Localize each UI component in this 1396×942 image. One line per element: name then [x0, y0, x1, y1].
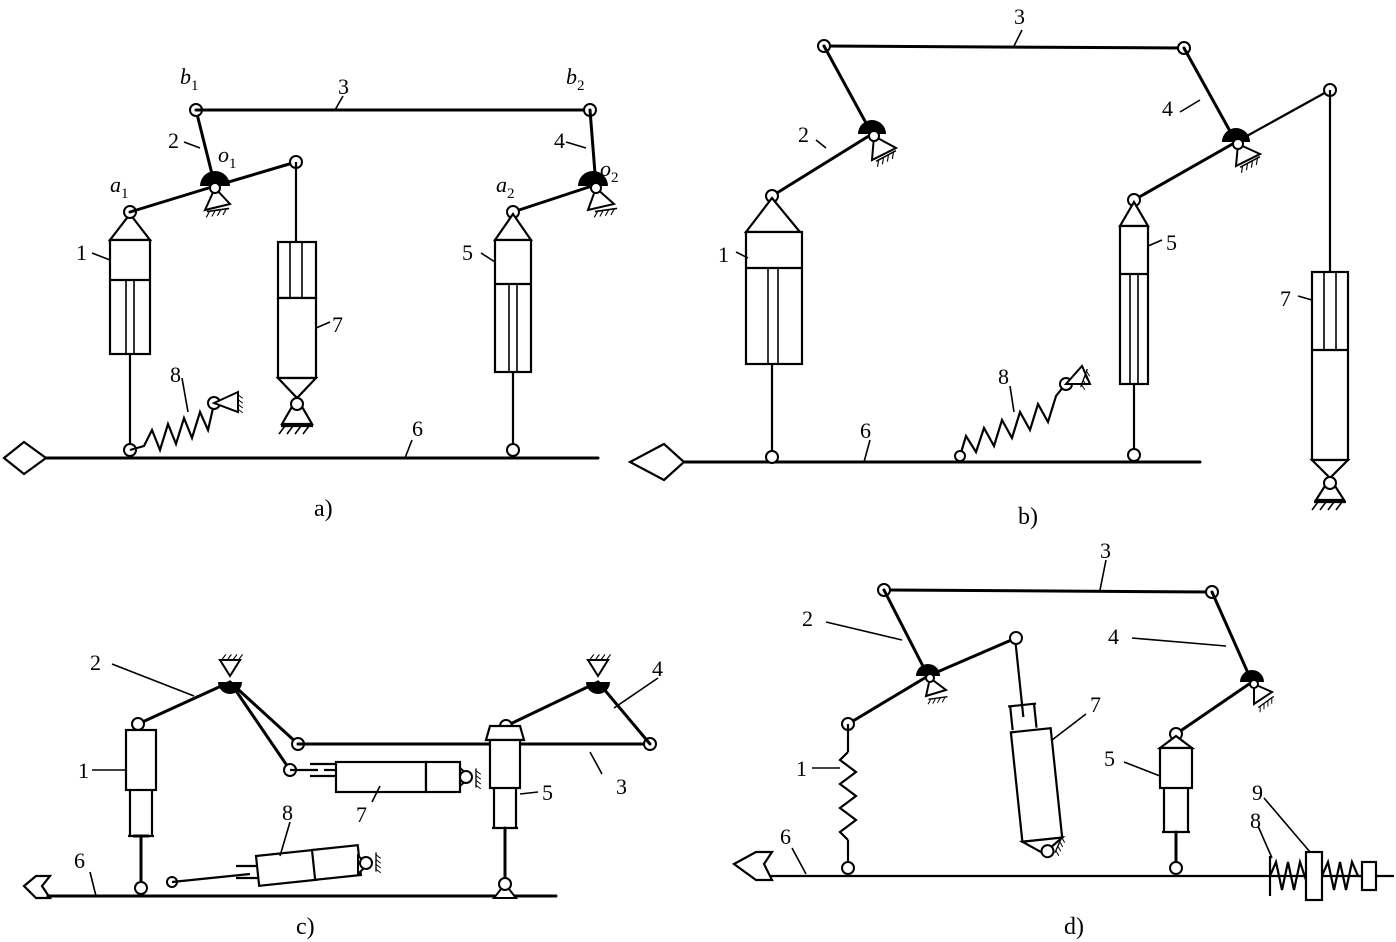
label-7-a: 7: [332, 312, 343, 337]
label-7-c: 7: [356, 802, 367, 827]
label-2-a: 2: [168, 128, 179, 153]
link-3-b: [822, 44, 1186, 50]
damper-7-b: [1309, 90, 1351, 512]
label-3-d: 3: [1100, 538, 1111, 563]
cylinder-5-d: [1156, 734, 1196, 868]
label-3-a: 3: [338, 74, 349, 99]
lever-2-b: [822, 44, 874, 136]
label-7-d: 7: [1090, 692, 1101, 717]
label-3-c: 3: [616, 774, 627, 799]
spring-8-b: [958, 385, 1065, 457]
label-b1: b1: [180, 64, 199, 94]
label-o2: o2: [600, 156, 619, 186]
cylinder-1-c: [124, 728, 158, 888]
panel-d: 3 2 4 7 1 5 9 8 6 d): [731, 538, 1394, 940]
spring-8-d: [1268, 856, 1362, 896]
spring-8-a: [129, 403, 216, 454]
lever-4-b: [1182, 46, 1238, 144]
label-8-a: 8: [170, 362, 181, 387]
label-4-c: 4: [652, 656, 663, 681]
handle-c: [22, 874, 53, 900]
label-2-c: 2: [90, 650, 101, 675]
label-2-b: 2: [798, 122, 809, 147]
label-6-d: 6: [780, 824, 791, 849]
handle-a: [2, 440, 48, 476]
damper-7-c: [290, 760, 482, 794]
damper-7-a: [275, 162, 319, 436]
cylinder-5-a: [492, 212, 534, 450]
caption-b: b): [1018, 504, 1038, 530]
damper-7-d: [1008, 643, 1068, 859]
block-9-d: [1304, 850, 1324, 902]
label-1-d: 1: [796, 756, 807, 781]
label-4-b: 4: [1162, 96, 1173, 121]
label-a1: a1: [110, 172, 129, 202]
panel-c: 2 4 3 1 5 7 8 6 c): [22, 650, 663, 940]
handle-b: [627, 442, 686, 482]
panel-a: 1 2 3 4 5 6 7 8 b1 b2 o1 o2 a1 a2 a): [2, 64, 619, 522]
label-5-d: 5: [1104, 746, 1115, 771]
label-9-d: 9: [1252, 780, 1263, 805]
caption-d: d): [1064, 914, 1084, 940]
spring-1-d: [838, 724, 858, 866]
label-5-a: 5: [462, 240, 473, 265]
panel-b: 3 2 4 1 5 7 8 6 b): [627, 4, 1351, 530]
label-1-b: 1: [718, 242, 729, 267]
cylinder-5-c: [484, 724, 526, 884]
pivot-o1-a: [200, 171, 230, 186]
label-8-d: 8: [1250, 808, 1261, 833]
label-8-c: 8: [282, 800, 293, 825]
caption-c: c): [296, 914, 315, 940]
link-3-d: [882, 588, 1214, 594]
lever-4-c: [504, 680, 600, 728]
handle-d: [731, 850, 775, 882]
label-8-b: 8: [998, 364, 1009, 389]
label-6-a: 6: [412, 416, 423, 441]
label-7-b: 7: [1280, 286, 1291, 311]
cylinder-1-a: [107, 212, 153, 450]
label-2-d: 2: [802, 606, 813, 631]
label-4-a: 4: [554, 128, 565, 153]
lever-4-d: [1210, 590, 1254, 684]
lever-2-d: [882, 588, 930, 678]
label-1-a: 1: [76, 240, 87, 265]
caption-a: a): [314, 496, 333, 522]
label-6-b: 6: [860, 418, 871, 443]
lever-2-c: [136, 680, 232, 726]
lever-4-a: [511, 184, 594, 214]
label-6-c: 6: [74, 848, 85, 873]
lever-2-a: [128, 184, 217, 214]
label-4-d: 4: [1108, 624, 1119, 649]
label-a2: a2: [496, 172, 515, 202]
label-3-b: 3: [1014, 4, 1025, 29]
label-b2: b2: [566, 64, 585, 94]
label-5-b: 5: [1166, 230, 1177, 255]
label-1-c: 1: [78, 758, 89, 783]
damper-8-c: [166, 843, 382, 888]
label-o1: o1: [218, 142, 237, 172]
cylinder-1-b: [743, 196, 804, 456]
cylinder-5-b: [1118, 199, 1150, 455]
label-5-c: 5: [542, 780, 553, 805]
